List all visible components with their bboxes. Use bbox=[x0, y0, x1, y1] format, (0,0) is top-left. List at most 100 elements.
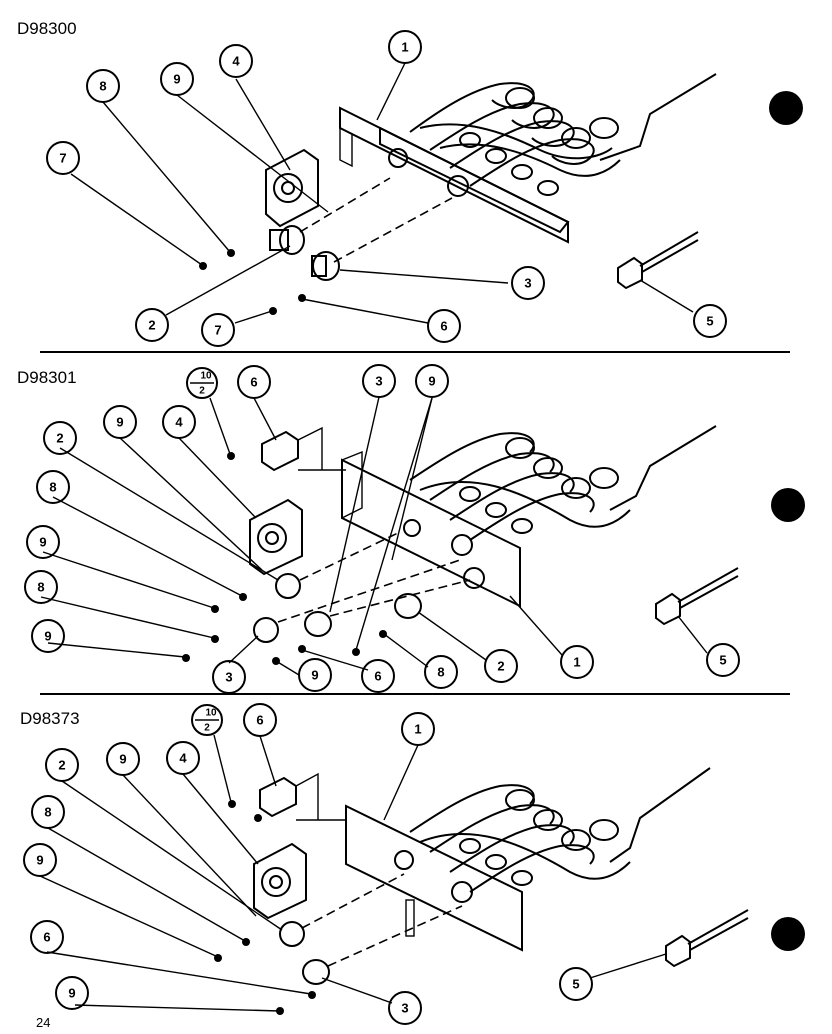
model-label: D98373 bbox=[20, 709, 80, 728]
model-label: D98300 bbox=[17, 19, 77, 38]
callout-5: 5 bbox=[706, 643, 740, 677]
wire-connector bbox=[655, 567, 739, 626]
callout-9: 9 bbox=[103, 405, 137, 439]
section-d98300: D98300 bbox=[17, 19, 803, 347]
terminal bbox=[463, 567, 485, 589]
screw bbox=[254, 814, 262, 822]
svg-text:9: 9 bbox=[39, 535, 46, 550]
black-dot-icon bbox=[771, 488, 805, 522]
callout-9: 9 bbox=[415, 364, 449, 398]
svg-text:9: 9 bbox=[119, 752, 126, 767]
svg-text:9: 9 bbox=[44, 629, 51, 644]
callout-6: 6 bbox=[30, 920, 64, 954]
callout-8: 8 bbox=[24, 570, 58, 604]
callout-4: 4 bbox=[162, 405, 196, 439]
svg-text:2: 2 bbox=[58, 758, 65, 773]
terminal bbox=[451, 534, 473, 556]
callout-circles: 6 3 9 9 4 2 8 9 8 9 3 9 6 8 2 1 5 9 bbox=[24, 364, 740, 694]
callout-circles: 6 1 9 4 2 8 9 6 9 3 5 bbox=[23, 703, 593, 1025]
terminal bbox=[403, 519, 421, 537]
lead-wire bbox=[599, 73, 717, 161]
black-dot-icon bbox=[769, 91, 803, 125]
svg-text:3: 3 bbox=[375, 374, 382, 389]
mounting-plate bbox=[341, 458, 521, 608]
svg-text:3: 3 bbox=[524, 276, 531, 291]
assembly-line bbox=[299, 177, 391, 233]
relay bbox=[259, 772, 346, 821]
page-number: 24 bbox=[36, 1015, 50, 1030]
svg-text:8: 8 bbox=[49, 480, 56, 495]
callout-3: 3 bbox=[511, 266, 545, 300]
callout-8: 8 bbox=[36, 470, 70, 504]
relay bbox=[261, 426, 346, 472]
fraction-callout: 10 2 bbox=[186, 367, 218, 399]
limit-switch bbox=[275, 573, 301, 599]
limit-switch bbox=[279, 921, 305, 947]
screw bbox=[269, 307, 277, 315]
limit-switch bbox=[311, 251, 340, 281]
svg-text:6: 6 bbox=[43, 930, 50, 945]
callout-9: 9 bbox=[55, 976, 89, 1010]
svg-text:7: 7 bbox=[214, 323, 221, 338]
model-label: D98301 bbox=[17, 368, 77, 387]
callout-6: 6 bbox=[427, 309, 461, 343]
svg-text:10: 10 bbox=[200, 371, 212, 382]
svg-text:6: 6 bbox=[374, 669, 381, 684]
relay bbox=[253, 842, 307, 920]
assembly-line bbox=[327, 905, 463, 967]
callout-9: 9 bbox=[160, 62, 194, 96]
callout-9: 9 bbox=[298, 658, 332, 692]
svg-text:10: 10 bbox=[205, 708, 217, 719]
callout-5: 5 bbox=[559, 967, 593, 1001]
svg-text:3: 3 bbox=[225, 670, 232, 685]
callout-6: 6 bbox=[243, 703, 277, 737]
mounting-plate bbox=[345, 804, 523, 952]
callout-3: 3 bbox=[388, 991, 422, 1025]
nut bbox=[298, 294, 306, 302]
svg-text:3: 3 bbox=[401, 1001, 408, 1016]
screw bbox=[211, 605, 219, 613]
svg-text:2: 2 bbox=[497, 659, 504, 674]
assembly-line bbox=[277, 559, 461, 623]
callout-4: 4 bbox=[166, 741, 200, 775]
wire-connector bbox=[617, 231, 699, 290]
section-d98373: D98373 bbox=[20, 703, 805, 1025]
nut bbox=[211, 635, 219, 643]
terminal bbox=[447, 175, 469, 197]
svg-text:4: 4 bbox=[175, 415, 183, 430]
svg-text:9: 9 bbox=[116, 415, 123, 430]
heater-coils bbox=[409, 784, 631, 893]
callout-9: 9 bbox=[31, 619, 65, 653]
heater-coils bbox=[409, 82, 621, 196]
callout-2: 2 bbox=[45, 748, 79, 782]
terminal-post bbox=[405, 899, 415, 937]
heater-coils bbox=[409, 432, 631, 541]
svg-text:8: 8 bbox=[99, 79, 106, 94]
callout-8: 8 bbox=[424, 655, 458, 689]
nut bbox=[308, 991, 316, 999]
svg-text:9: 9 bbox=[173, 72, 180, 87]
callout-5: 5 bbox=[693, 304, 727, 338]
assembly-line bbox=[333, 197, 453, 263]
callout-3: 3 bbox=[362, 364, 396, 398]
svg-text:6: 6 bbox=[440, 319, 447, 334]
callout-1: 1 bbox=[401, 712, 435, 746]
relay bbox=[265, 148, 319, 228]
svg-text:4: 4 bbox=[179, 751, 187, 766]
svg-text:9: 9 bbox=[68, 986, 75, 1001]
screw bbox=[182, 654, 190, 662]
svg-text:9: 9 bbox=[428, 374, 435, 389]
terminal bbox=[394, 850, 414, 870]
svg-text:2: 2 bbox=[148, 318, 155, 333]
callout-2: 2 bbox=[43, 421, 77, 455]
callout-3: 3 bbox=[212, 660, 246, 694]
nut bbox=[298, 645, 306, 653]
assembly-line bbox=[301, 873, 405, 929]
nut bbox=[239, 593, 247, 601]
svg-text:5: 5 bbox=[572, 977, 579, 992]
screw bbox=[228, 800, 236, 808]
svg-text:9: 9 bbox=[311, 668, 318, 683]
relay bbox=[249, 498, 303, 576]
callout-2: 2 bbox=[484, 649, 518, 683]
